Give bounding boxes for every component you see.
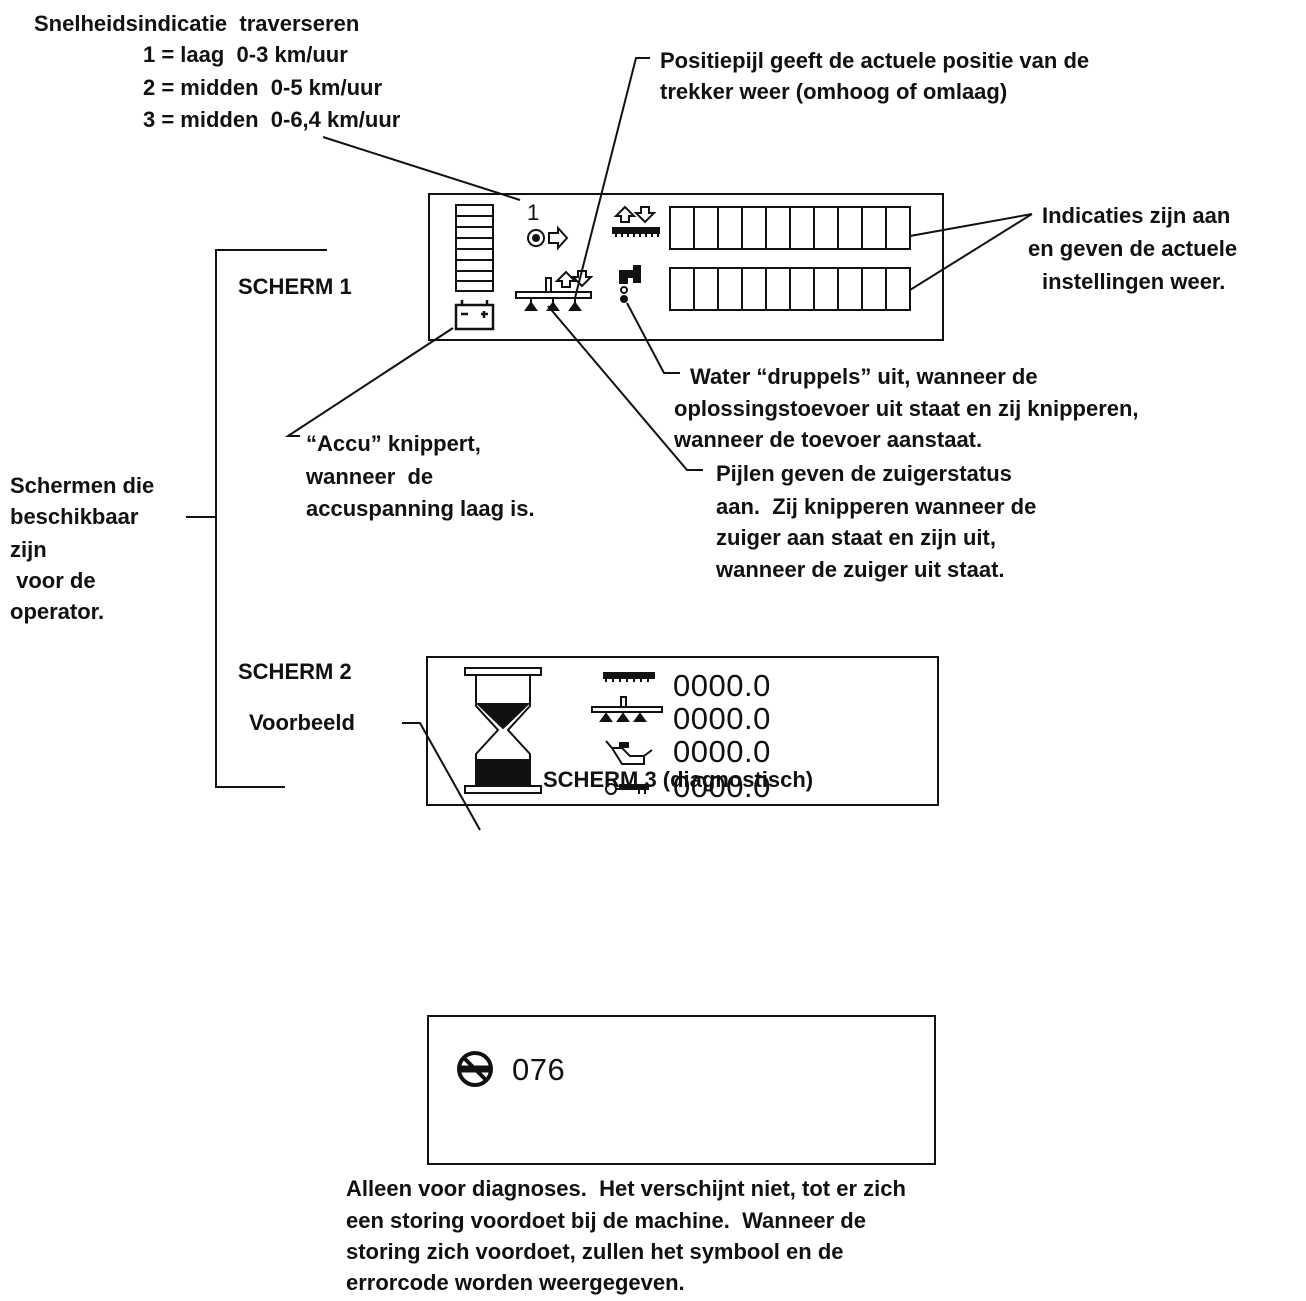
diagnostic-note-line-3: storing zich voordoet, zullen het symboo…	[346, 1239, 844, 1264]
battery-icon	[454, 300, 495, 331]
oil-can-icon	[605, 740, 653, 765]
piston-callout-line-4: wanneer de zuiger uit staat.	[716, 557, 1005, 582]
brush-deck-icon	[603, 672, 655, 682]
key-icon	[605, 783, 649, 795]
indications-leader-2	[909, 213, 1033, 291]
indications-callout-line-1: Indicaties zijn aan	[1042, 203, 1231, 228]
screen2-frame	[426, 656, 939, 806]
screen3-frame	[427, 1015, 936, 1165]
screen1-frame	[428, 193, 944, 341]
speed-note-title: Snelheidsindicatie traverseren	[34, 11, 360, 36]
piston-callout-line-3: zuiger aan staat en zijn uit,	[716, 525, 996, 550]
counter-oil-hours: 0000.0	[673, 734, 771, 769]
screens-callout-line-4: voor de	[10, 568, 96, 593]
speed-level-3: 3 = midden 0-6,4 km/uur	[143, 107, 401, 132]
counter-key-hours: 0000.0	[673, 769, 771, 804]
speed-value: 1	[527, 200, 540, 225]
deck-arrows-icon	[612, 205, 660, 237]
counter-spray-hours: 0000.0	[673, 701, 771, 736]
water-leader	[626, 302, 680, 374]
counter-brush-hours: 0000.0	[673, 668, 771, 703]
screen2-label: SCHERM 2	[238, 659, 352, 684]
diagnostic-note-line-1: Alleen voor diagnoses. Het verschijnt ni…	[346, 1176, 906, 1201]
water-callout-line-3: wanneer de toevoer aanstaat.	[674, 427, 983, 452]
screen1-label: SCHERM 1	[238, 274, 352, 299]
piston-arrows-icon	[515, 270, 594, 311]
speed-ladder	[455, 204, 494, 292]
piston-callout-line-2: aan. Zij knipperen wanneer de	[716, 494, 1037, 519]
indications-callout-line-2: en geven de actuele	[1028, 236, 1238, 261]
screens-callout-line-1: Schermen die	[10, 473, 155, 498]
battery-leader	[284, 327, 454, 437]
screens-callout-line-5: operator.	[10, 599, 105, 624]
diagnostic-note-line-2: een storing voordoet bij de machine. Wan…	[346, 1208, 866, 1233]
screens-bracket	[215, 249, 327, 788]
battery-callout-line-2: wanneer de	[306, 464, 434, 489]
speed-level-1: 1 = laag 0-3 km/uur	[143, 42, 348, 67]
screen3-label: SCHERM 3 (diagnostisch)	[543, 767, 814, 792]
error-code: 076	[512, 1052, 566, 1087]
water-callout-line-2: oplossingstoevoer uit staat en zij knipp…	[674, 396, 1139, 421]
piston-leader	[547, 305, 703, 471]
screens-callout-line-3: zijn	[10, 537, 47, 562]
speed-level-2: 2 = midden 0-5 km/uur	[143, 75, 383, 100]
battery-callout-line-3: accuspanning laag is.	[306, 496, 535, 521]
position-leader	[574, 57, 650, 299]
diagnostic-note-line-4: errorcode worden weergegeven.	[346, 1270, 685, 1295]
segment-bar-top	[669, 206, 911, 250]
spray-bar-icon	[591, 696, 663, 722]
piston-callout-line-1: Pijlen geven de zuigerstatus	[716, 461, 1012, 486]
speed-leader	[322, 136, 521, 201]
segment-bar-bottom	[669, 267, 911, 311]
screens-callout-line-2: beschikbaar	[10, 504, 139, 529]
battery-callout-line-1: “Accu” knippert,	[306, 431, 481, 456]
no-key-icon	[457, 1051, 493, 1087]
speed-arrow-icon	[527, 225, 569, 251]
position-callout-line-2: trekker weer (omhoog of omlaag)	[660, 79, 1008, 104]
indications-callout-line-3: instellingen weer.	[1042, 269, 1226, 294]
example-leader	[402, 722, 481, 831]
water-callout-line-1: Water “druppels” uit, wanneer de	[690, 364, 1038, 389]
position-callout-line-1: Positiepijl geeft de actuele positie van…	[660, 48, 1090, 73]
indications-leader-1	[909, 213, 1033, 237]
example-label: Voorbeeld	[249, 710, 355, 735]
hourglass-icon	[464, 667, 542, 794]
faucet-icon	[619, 265, 641, 303]
